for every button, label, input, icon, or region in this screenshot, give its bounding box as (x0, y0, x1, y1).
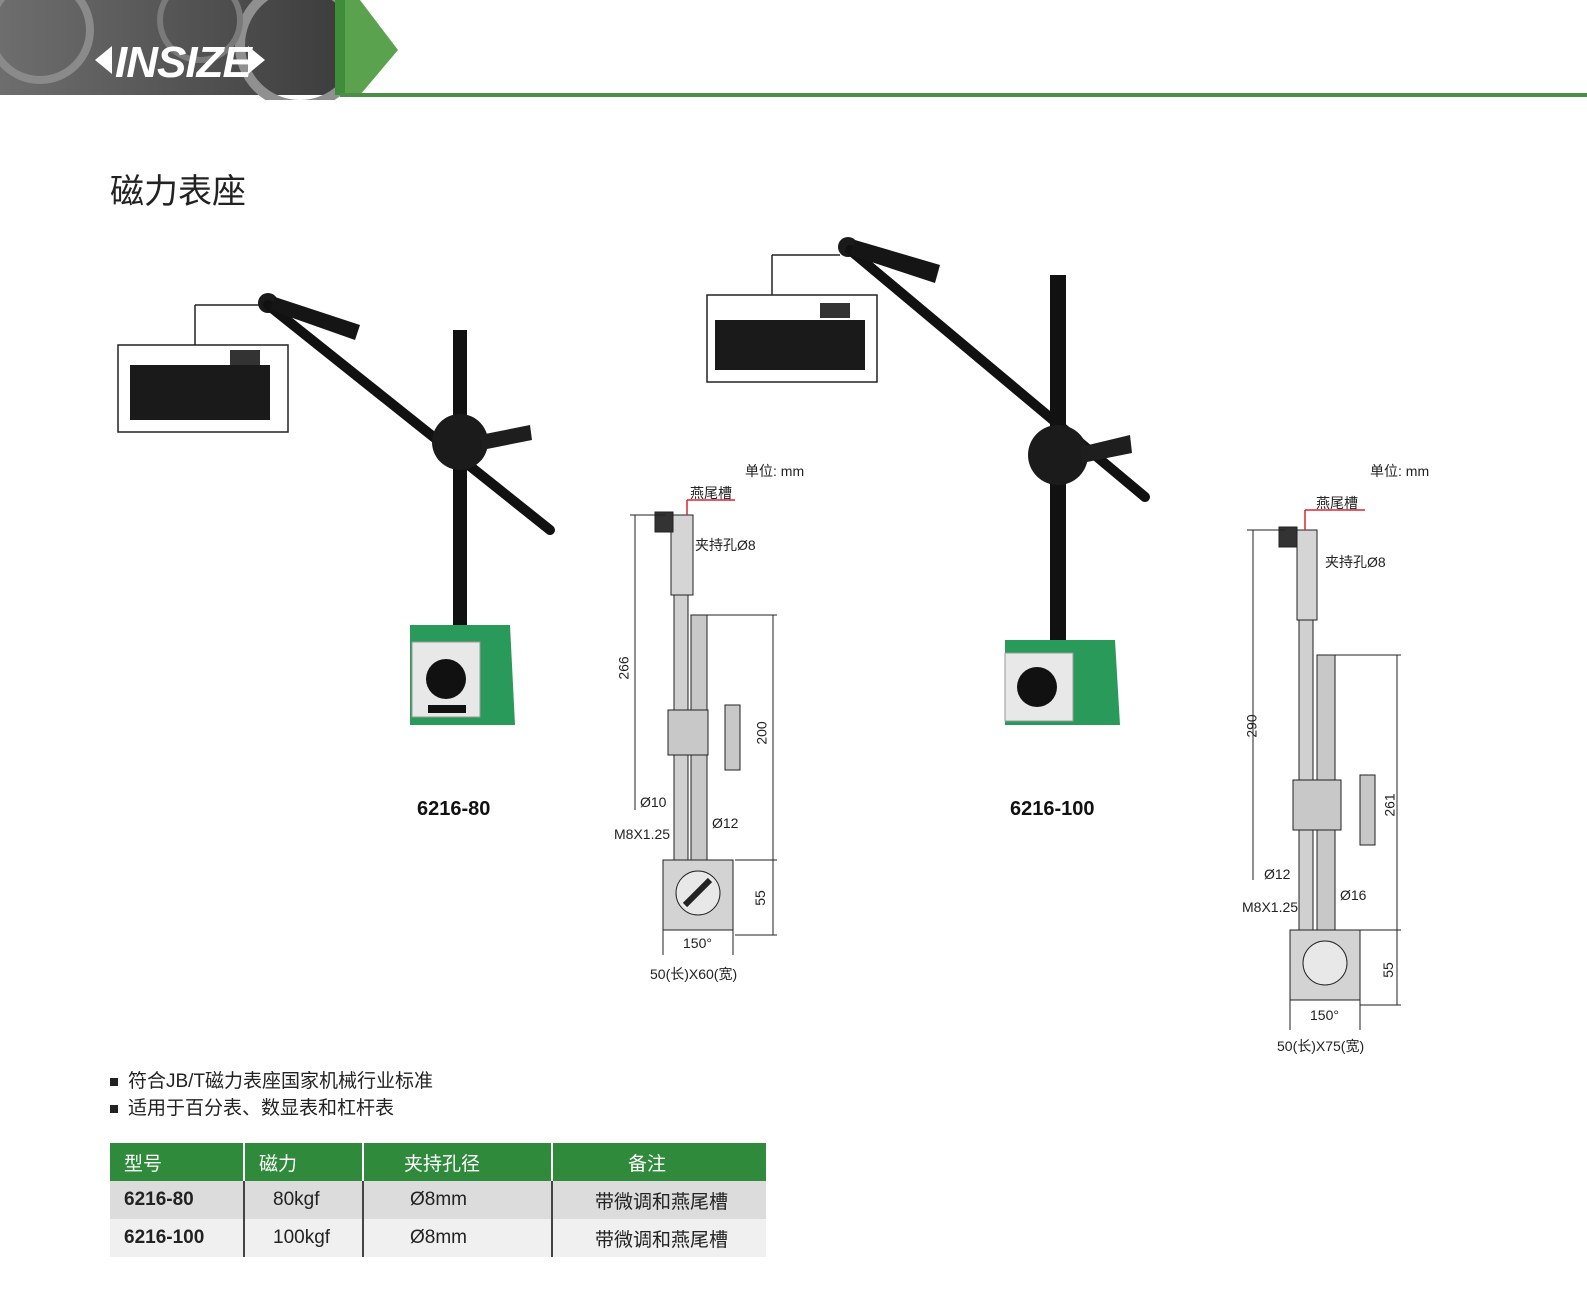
feature-item: 符合JB/T磁力表座国家机械行业标准 (110, 1068, 433, 1095)
col-header: 型号 (110, 1143, 245, 1181)
cell-model: 6216-100 (110, 1219, 245, 1257)
dim-rod-2: 261 (1381, 793, 1398, 817)
dim-small-dia-1: Ø10 (640, 794, 667, 810)
spec-table: 型号 磁力 夹持孔径 备注 6216-80 80kgf Ø8mm 带微调和燕尾槽… (110, 1143, 766, 1257)
page-header: INSIZE (0, 0, 1587, 110)
col-header: 夹持孔径 (363, 1143, 553, 1181)
dim-thread-1: M8X1.25 (614, 826, 671, 842)
dimension-drawing-6216-100 (1247, 509, 1401, 1030)
dovetail-label-1: 燕尾槽 (690, 485, 732, 501)
cell-force: 100kgf (244, 1219, 364, 1257)
dim-rod-dia-1: Ø12 (712, 815, 739, 831)
model-label-1: 6216-80 (417, 798, 491, 820)
clamp-hole-label-1: 夹持孔Ø8 (695, 537, 756, 553)
cell-note: 带微调和燕尾槽 (552, 1219, 766, 1257)
dim-thread-2: M8X1.25 (1242, 899, 1299, 915)
unit-label-1: 单位: mm (745, 463, 805, 479)
dovetail-label-2: 燕尾槽 (1316, 495, 1358, 511)
brand-logo: INSIZE (115, 38, 252, 87)
dimension-drawing-6216-80 (630, 499, 777, 955)
dim-base-size-2: 50(长)X75(宽) (1277, 1038, 1365, 1054)
cell-note: 带微调和燕尾槽 (552, 1181, 766, 1219)
feature-list: 符合JB/T磁力表座国家机械行业标准 适用于百分表、数显表和杠杆表 (110, 1068, 433, 1122)
clamp-hole-label-2: 夹持孔Ø8 (1325, 554, 1386, 570)
header-banner (0, 0, 1587, 110)
cell-model: 6216-80 (110, 1181, 245, 1219)
unit-label-2: 单位: mm (1370, 463, 1430, 479)
table-row: 6216-100 100kgf Ø8mm 带微调和燕尾槽 (110, 1219, 766, 1257)
table-row: 6216-80 80kgf Ø8mm 带微调和燕尾槽 (110, 1181, 766, 1219)
feature-item: 适用于百分表、数显表和杠杆表 (110, 1095, 433, 1122)
cell-force: 80kgf (244, 1181, 364, 1219)
dim-base-h-2: 55 (1379, 962, 1396, 978)
dim-base-h-1: 55 (751, 890, 768, 906)
col-header: 磁力 (244, 1143, 364, 1181)
dim-small-dia-2: Ø12 (1264, 866, 1291, 882)
dim-total-2: 290 (1243, 714, 1260, 738)
dim-base-size-1: 50(长)X60(宽) (650, 966, 738, 982)
model-label-2: 6216-100 (1010, 798, 1095, 820)
product-image-6216-100 (706, 237, 1150, 725)
cell-clamp: Ø8mm (363, 1181, 553, 1219)
table-header-row: 型号 磁力 夹持孔径 备注 (110, 1143, 766, 1181)
dim-total-1: 266 (615, 656, 632, 680)
dim-angle-1: 150° (683, 935, 712, 951)
dim-angle-2: 150° (1310, 1007, 1339, 1023)
dim-rod-dia-2: Ø16 (1340, 887, 1367, 903)
page-title: 磁力表座 (110, 172, 246, 212)
cell-clamp: Ø8mm (363, 1219, 553, 1257)
product-image-6216-80 (117, 293, 555, 725)
col-header: 备注 (552, 1143, 766, 1181)
